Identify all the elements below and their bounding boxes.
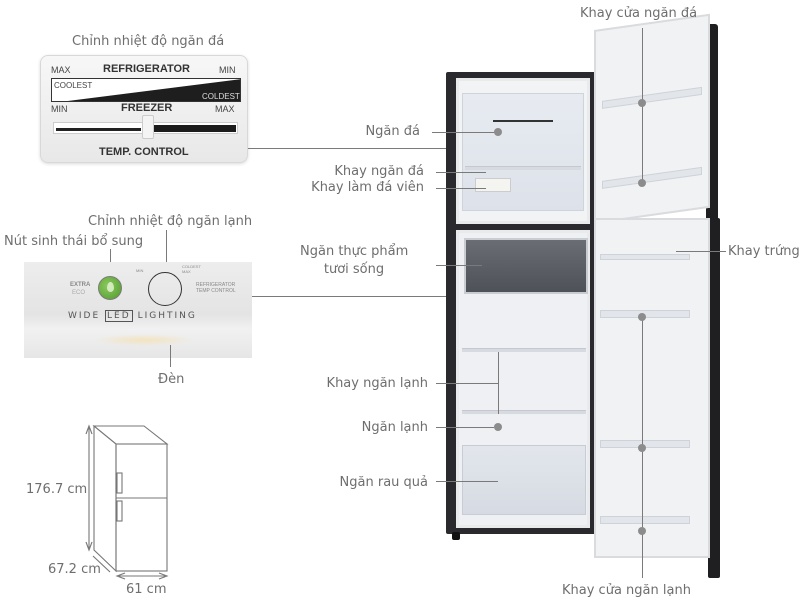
leader-line-freezer-compartment xyxy=(432,132,498,133)
leader-line-fridge-temp xyxy=(166,230,167,274)
leader-line-light xyxy=(170,345,171,367)
fridge-temp-dial[interactable] xyxy=(148,272,182,306)
led-control-panel: EXTRA ECO MIN COLDEST MAX REFRIGERATOR T… xyxy=(24,262,252,358)
leader-line-egg-tray xyxy=(676,251,726,252)
fridge-door-edge xyxy=(708,218,720,578)
leader-line-fridge-shelf xyxy=(436,383,498,384)
slider-knob[interactable] xyxy=(142,115,154,139)
label-vegetable-drawer: Ngăn rau quả xyxy=(339,475,428,490)
led-lamp xyxy=(94,334,194,346)
panel-min-left: MIN xyxy=(51,104,68,114)
egg-tray-shelf xyxy=(600,254,690,260)
temperature-wedge-scale: COOLEST COLDEST xyxy=(51,78,241,102)
panel-temp-control-title: TEMP. CONTROL xyxy=(99,146,189,158)
marker-dot xyxy=(638,99,646,107)
freezer-temp-control-panel: MAX REFRIGERATOR MIN COOLEST COLDEST MIN… xyxy=(40,55,248,163)
label-freezer-temp-control: Chỉnh nhiệt độ ngăn đá xyxy=(72,34,225,49)
dial-min: MIN xyxy=(136,268,144,273)
label-fridge-shelf: Khay ngăn lạnh xyxy=(326,376,428,391)
marker-dot xyxy=(494,128,502,136)
freezer-temp-slider[interactable] xyxy=(53,115,238,139)
dim-height: 176.7 cm xyxy=(26,482,88,497)
marker-dot xyxy=(638,527,646,535)
dimension-sketch: 176.7 cm 67.2 cm 61 cm xyxy=(0,410,200,600)
leader-line-fridge-compartment xyxy=(436,427,494,428)
freezer-tray-shelf xyxy=(465,166,581,170)
panel-max-left: MAX xyxy=(51,65,71,75)
marker-dot xyxy=(638,444,646,452)
fridge-foot-left xyxy=(452,532,460,540)
eco-button[interactable] xyxy=(98,276,122,300)
panel-freezer-label: FREEZER xyxy=(121,102,173,114)
vegetable-drawer[interactable] xyxy=(462,445,586,515)
freezer-cavity xyxy=(462,93,584,211)
panel-min-right: MIN xyxy=(219,65,236,75)
label-freezer-door-tray: Khay cửa ngăn đá xyxy=(580,6,698,21)
temp-control-label: TEMP CONTROL xyxy=(196,288,236,294)
leader-line-freezer-temp xyxy=(248,148,556,149)
panel-coolest: COOLEST xyxy=(54,81,93,90)
panel-refrigerator-label: REFRIGERATOR xyxy=(103,63,190,75)
leader-line-fridge-shelf-vertical xyxy=(498,352,499,414)
leader-line-ice-maker xyxy=(436,188,486,189)
panel-eco-label: ECO xyxy=(72,290,86,296)
fresh-food-drawer[interactable] xyxy=(464,238,588,294)
leader-line-fresh-food xyxy=(436,265,482,266)
ice-maker-tray[interactable] xyxy=(475,178,511,192)
refrigerator-temp-label: REFRIGERATOR xyxy=(196,282,236,288)
label-freezer-compartment: Ngăn đá xyxy=(365,124,420,139)
label-egg-tray: Khay trứng xyxy=(728,244,800,259)
dim-width: 61 cm xyxy=(126,582,167,597)
leader-line-freezer-tray xyxy=(436,172,486,173)
fridge-shelf-1 xyxy=(462,348,586,352)
label-eco-button: Nút sinh thái bổ sung xyxy=(4,234,144,249)
panel-extra-label: EXTRA xyxy=(70,282,91,288)
label-fridge-temp-control: Chỉnh nhiệt độ ngăn lạnh xyxy=(88,214,253,229)
label-freezer-tray: Khay ngăn đá xyxy=(334,164,424,179)
leader-line-eco xyxy=(110,249,111,274)
label-fridge-compartment: Ngăn lạnh xyxy=(361,420,428,435)
fridge-shelf-2 xyxy=(462,410,586,414)
label-fresh-food-2: tươi sống xyxy=(323,262,385,277)
label-ice-maker-tray: Khay làm đá viên xyxy=(311,180,424,195)
dial-max: COLDEST MAX xyxy=(182,264,201,274)
marker-dot xyxy=(638,313,646,321)
leader-line-vegetable-drawer xyxy=(436,481,498,482)
label-fresh-food-1: Ngăn thực phẩm xyxy=(300,244,409,259)
marker-dot xyxy=(638,179,646,187)
dim-depth: 67.2 cm xyxy=(48,562,101,577)
freezer-door[interactable] xyxy=(594,13,710,224)
label-fridge-door-tray: Khay cửa ngăn lạnh xyxy=(562,583,691,598)
panel-max-right: MAX xyxy=(215,104,235,114)
marker-dot xyxy=(494,423,502,431)
leader-line-led-panel xyxy=(252,296,452,297)
label-light: Đèn xyxy=(158,372,185,387)
wide-led-lighting-logo: WIDE LED LIGHTING xyxy=(68,310,197,322)
fridge-door[interactable] xyxy=(594,218,710,558)
panel-coldest: COLDEST xyxy=(202,92,240,101)
